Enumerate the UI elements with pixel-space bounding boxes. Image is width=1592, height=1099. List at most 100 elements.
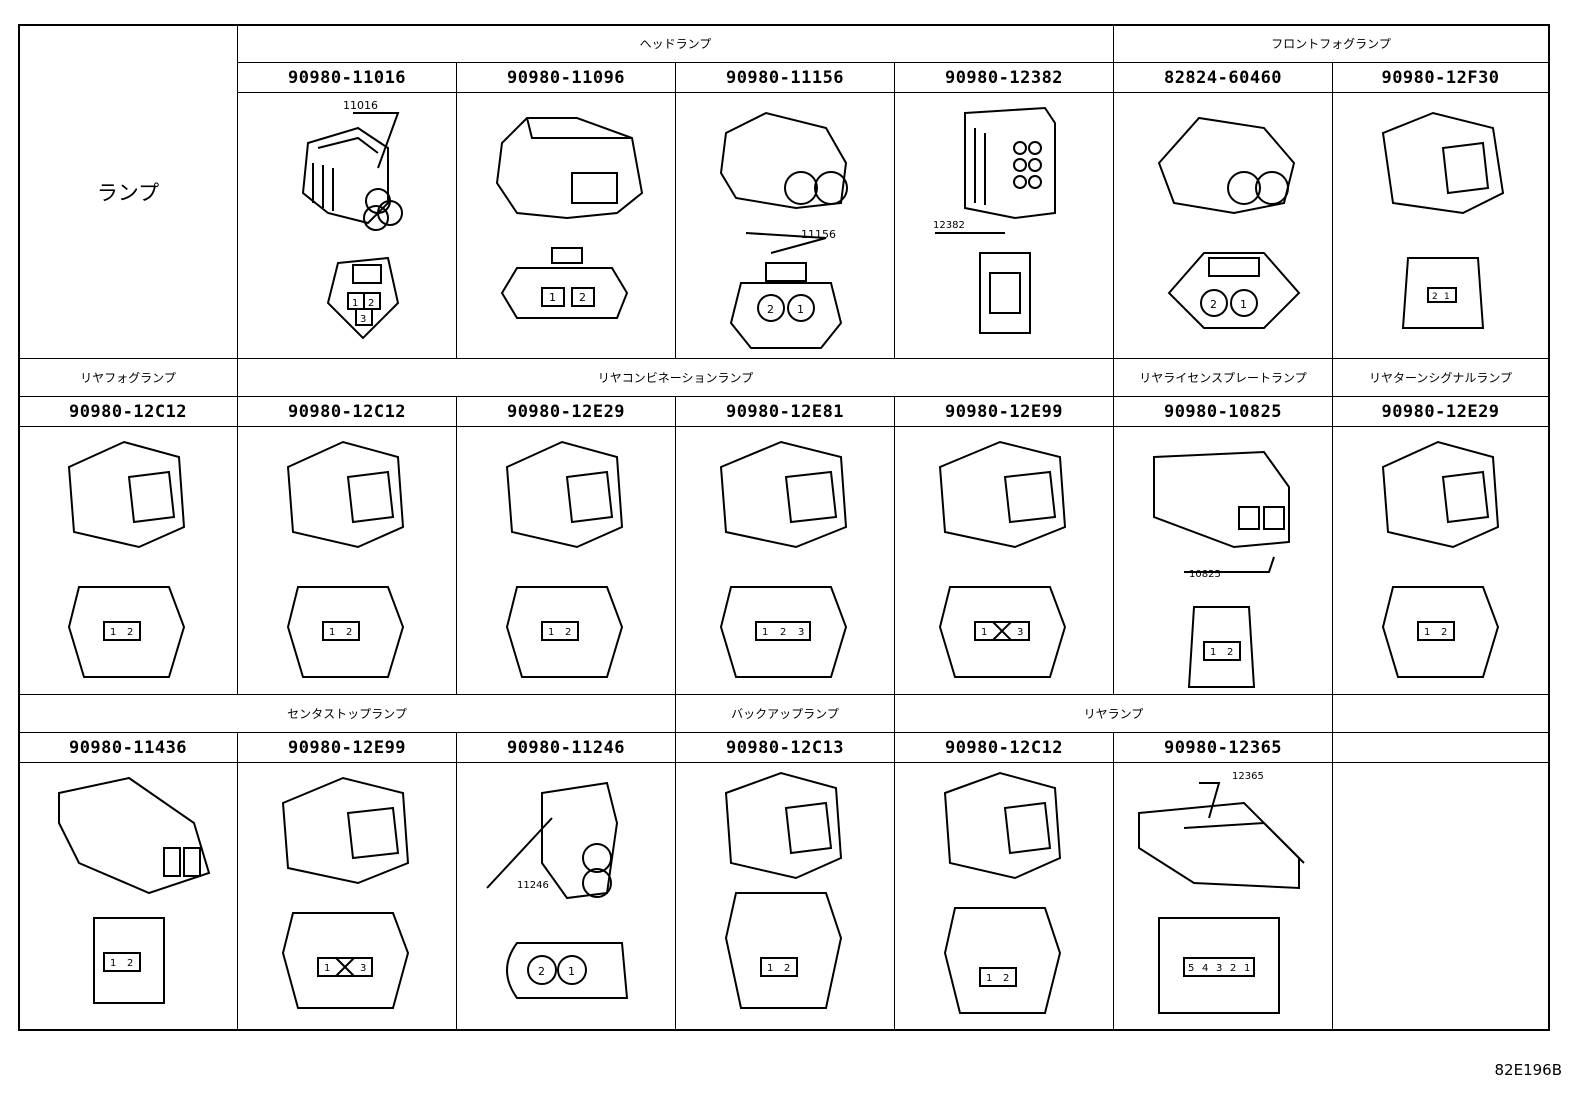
empty-cell — [1333, 733, 1549, 763]
callout-label: 12382 — [933, 220, 965, 231]
svg-text:1: 1 — [324, 963, 330, 974]
empty-cell — [1333, 695, 1549, 733]
svg-text:2: 2 — [346, 627, 352, 638]
connector-illustration: 12365 5 4 3 2 1 — [1114, 763, 1333, 1030]
part-number: 90980-11436 — [19, 733, 238, 763]
svg-text:1: 1 — [767, 963, 773, 974]
part-number: 90980-11016 — [238, 63, 457, 93]
category-backup-lamp: バックアップランプ — [676, 695, 895, 733]
svg-text:2: 2 — [1003, 973, 1009, 984]
category-rear-combination-lamp: リヤコンビネーションランプ — [238, 359, 1114, 397]
connector-illustration: 11016 1 2 3 — [238, 93, 457, 359]
svg-text:2: 2 — [784, 963, 790, 974]
connector-illustration: 1 2 — [457, 93, 676, 359]
part-number: 90980-12E29 — [1333, 397, 1549, 427]
part-number: 90980-11246 — [457, 733, 676, 763]
part-number: 90980-12C12 — [895, 733, 1114, 763]
part-number: 82824-60460 — [1114, 63, 1333, 93]
part-number: 90980-11156 — [676, 63, 895, 93]
svg-text:1: 1 — [352, 298, 358, 309]
category-rear-lamp: リヤランプ — [895, 695, 1333, 733]
callout-label: 11016 — [343, 99, 378, 112]
svg-text:1: 1 — [568, 965, 575, 978]
callout-label: 12365 — [1232, 771, 1264, 782]
part-number: 90980-12E99 — [895, 397, 1114, 427]
svg-text:2: 2 — [127, 627, 133, 638]
part-number: 90980-12365 — [1114, 733, 1333, 763]
category-rear-license-plate-lamp: リヤライセンスプレートランプ — [1114, 359, 1333, 397]
svg-text:2: 2 — [780, 627, 786, 638]
part-number: 90980-12C12 — [19, 397, 238, 427]
svg-text:1: 1 — [549, 291, 556, 304]
svg-text:3: 3 — [1216, 963, 1222, 974]
svg-text:1: 1 — [1424, 627, 1430, 638]
svg-text:2: 2 — [1230, 963, 1236, 974]
part-number: 90980-12C13 — [676, 733, 895, 763]
svg-text:2: 2 — [1210, 298, 1217, 311]
svg-text:1: 1 — [1244, 963, 1250, 974]
drawing-code: 82E196B — [1494, 1061, 1563, 1079]
svg-text:1: 1 — [981, 627, 987, 638]
svg-text:1: 1 — [1210, 647, 1216, 658]
svg-text:2: 2 — [1227, 647, 1233, 658]
part-number: 90980-12C12 — [238, 397, 457, 427]
svg-text:2: 2 — [767, 303, 774, 316]
svg-text:4: 4 — [1202, 963, 1208, 974]
svg-text:1: 1 — [548, 627, 554, 638]
svg-text:3: 3 — [1017, 627, 1023, 638]
svg-text:2: 2 — [127, 958, 133, 969]
connector-illustration: 2 1 — [1333, 93, 1549, 359]
svg-text:3: 3 — [360, 314, 366, 325]
part-number: 90980-12E81 — [676, 397, 895, 427]
svg-text:2: 2 — [368, 298, 374, 309]
svg-text:3: 3 — [360, 963, 366, 974]
part-number: 90980-12382 — [895, 63, 1114, 93]
category-rear-fog-lamp: リヤフォグランプ — [19, 359, 238, 397]
callout-label: 10825 — [1189, 569, 1221, 580]
category-rear-turn-signal-lamp: リヤターンシグナルランプ — [1333, 359, 1549, 397]
svg-text:1: 1 — [797, 303, 804, 316]
connector-illustration: 11156 2 1 — [676, 93, 895, 359]
lamp-row-label: ランプ — [19, 25, 238, 359]
connector-illustration: 11246 2 1 — [457, 763, 676, 1030]
svg-text:1: 1 — [329, 627, 335, 638]
svg-text:1: 1 — [110, 627, 116, 638]
svg-text:2: 2 — [1441, 627, 1447, 638]
svg-text:1: 1 — [110, 958, 116, 969]
category-front-fog-lamp: フロントフォグランプ — [1114, 25, 1549, 63]
svg-text:2: 2 — [538, 965, 545, 978]
svg-text:2: 2 — [565, 627, 571, 638]
part-number: 90980-12E29 — [457, 397, 676, 427]
empty-cell — [1333, 763, 1549, 1030]
category-center-stop-lamp: センタストップランプ — [19, 695, 676, 733]
part-number: 90980-10825 — [1114, 397, 1333, 427]
svg-text:2: 2 — [579, 291, 586, 304]
svg-text:5: 5 — [1188, 963, 1194, 974]
part-number: 90980-12E99 — [238, 733, 457, 763]
connector-illustration: 12382 — [895, 93, 1114, 359]
svg-text:1: 1 — [1240, 298, 1247, 311]
callout-label: 11246 — [517, 880, 549, 891]
connector-illustration: 2 1 — [1114, 93, 1333, 359]
outer-frame — [18, 24, 1550, 1031]
connector-illustration: 1 2 3 — [676, 427, 895, 695]
svg-text:1: 1 — [762, 627, 768, 638]
svg-text:1: 1 — [986, 973, 992, 984]
svg-text:2: 2 — [1432, 292, 1438, 302]
lamp-label: ランプ — [96, 180, 160, 205]
part-number: 90980-12F30 — [1333, 63, 1549, 93]
category-headlamp: ヘッドランプ — [238, 25, 1114, 63]
part-number: 90980-11096 — [457, 63, 676, 93]
svg-text:3: 3 — [798, 627, 804, 638]
